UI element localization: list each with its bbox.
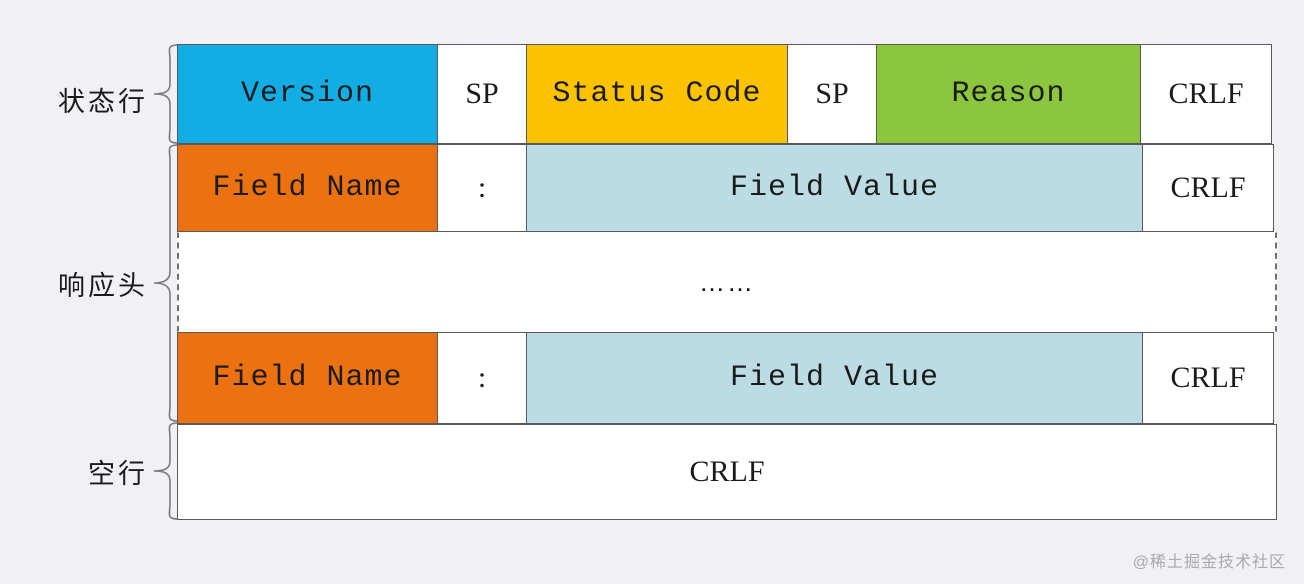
cell-status-code: Status Code [526, 44, 788, 144]
header-field-row-first: Field Name : Field Value CRLF [177, 144, 1277, 232]
brace-blank-line [152, 422, 180, 520]
cell-field-value-1: Field Value [526, 144, 1143, 232]
brace-status-line [152, 44, 180, 144]
header-field-row-last: Field Name : Field Value CRLF [177, 332, 1277, 424]
cell-crlf-header-2: CRLF [1142, 332, 1274, 424]
cell-colon-1: : [437, 144, 527, 232]
cell-ellipsis: …… [177, 232, 1277, 332]
cell-space-2: SP [787, 44, 877, 144]
cell-crlf-header-1: CRLF [1142, 144, 1274, 232]
status-line-row: Version SP Status Code SP Reason CRLF [177, 44, 1277, 144]
label-status-line: 状态行 [58, 87, 148, 117]
blank-line-row: CRLF [177, 424, 1277, 520]
cell-crlf-blank-line: CRLF [177, 424, 1277, 520]
cell-field-name-1: Field Name [177, 144, 438, 232]
cell-field-value-2: Field Value [526, 332, 1143, 424]
label-response-headers: 响应头 [58, 271, 148, 301]
cell-space-1: SP [437, 44, 527, 144]
cell-colon-2: : [437, 332, 527, 424]
cell-version: Version [177, 44, 438, 144]
cell-reason: Reason [876, 44, 1141, 144]
brace-response-headers [152, 144, 180, 422]
watermark: @稀土掘金技术社区 [1132, 554, 1286, 571]
cell-crlf-status-line: CRLF [1140, 44, 1272, 144]
header-ellipsis-row: …… [177, 232, 1277, 332]
cell-field-name-2: Field Name [177, 332, 438, 424]
label-blank-line: 空行 [88, 459, 148, 489]
